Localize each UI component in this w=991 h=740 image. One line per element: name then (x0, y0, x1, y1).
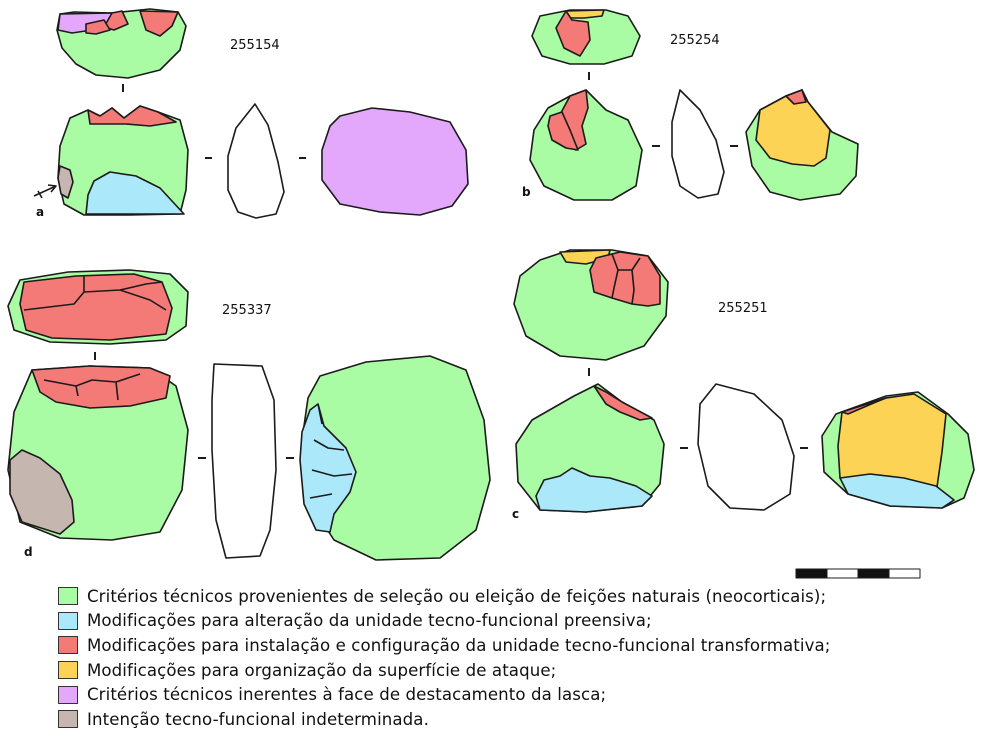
legend-swatch-purple (58, 685, 78, 704)
artifact-c-top-removal (589, 251, 661, 307)
artifact-d-back-preensive (299, 403, 357, 533)
legend-swatch-green (58, 587, 78, 606)
scale-bar (795, 568, 921, 579)
legend-item-preensive: Modificações para alteração da unidade t… (58, 609, 988, 634)
legend-item-natural: Critérios técnicos provenientes de seleç… (58, 584, 988, 609)
artifact-c-front-preensive (535, 467, 653, 513)
artifact-d-front-scars (43, 373, 141, 401)
artifact-d (7, 269, 491, 561)
legend-item-indeterminate: Intenção tecno-funcional indeterminada. (58, 707, 988, 732)
arrow-pointer (33, 184, 57, 199)
legend-swatch-grey (58, 710, 78, 729)
panel-letter-c: c (512, 507, 519, 521)
lithic-drawings: 255154 255254 255251 255337 a b c d (7, 8, 975, 579)
artifact-a-side-view (227, 103, 285, 219)
artifact-b-top-removal (555, 10, 591, 57)
artifact-c-back-preensive (839, 473, 955, 509)
legend-item-attack-surface: Modificações para organização da superfí… (58, 658, 988, 683)
artifact-a-front-preensive (85, 171, 185, 215)
panel-letter-d: d (24, 545, 33, 559)
legend-label: Critérios técnicos inerentes à face de d… (87, 685, 607, 705)
legend-label: Critérios técnicos provenientes de seleç… (87, 586, 827, 606)
legend-item-transformative: Modificações para instalação e configura… (58, 633, 988, 658)
legend-label: Intenção tecno-funcional indeterminada. (87, 709, 429, 729)
legend-label: Modificações para instalação e configura… (87, 635, 831, 655)
artifact-c-side-view (697, 383, 795, 511)
legend-item-flake-face: Critérios técnicos inerentes à face de d… (58, 682, 988, 707)
artifact-d-back-scars (309, 403, 353, 499)
artifact-d-top-scars (23, 276, 167, 311)
artifact-a-top-removal (139, 10, 179, 37)
artifact-d-front-indeterminate (9, 449, 75, 535)
artifact-d-front-removal (31, 365, 171, 409)
legend-swatch-yellow (58, 661, 78, 680)
artifact-d-id: 255337 (222, 303, 272, 318)
artifact-d-side-view (211, 363, 277, 559)
artifact-b-id: 255254 (670, 33, 720, 48)
artifact-a (33, 8, 469, 219)
artifact-c-front-removal (593, 385, 653, 421)
artifact-c-id: 255251 (718, 301, 768, 316)
legend-swatch-red (58, 636, 78, 655)
artifact-b (529, 9, 859, 201)
artifact-b-front-removal (547, 111, 579, 151)
artifact-c (513, 249, 975, 513)
panel-letter-b: b (522, 185, 531, 199)
artifact-a-back-view (321, 107, 469, 216)
artifact-a-id: 255154 (230, 38, 280, 53)
artifact-a-front-indeterminate (57, 165, 74, 199)
artifact-a-top-removal (85, 19, 111, 35)
artifact-c-back-removal (841, 397, 887, 415)
legend: Critérios técnicos provenientes de seleç… (58, 584, 988, 732)
artifact-b-back-removal (785, 89, 807, 105)
legend-label: Modificações para alteração da unidade t… (87, 611, 652, 631)
artifact-b-top-attack (565, 9, 605, 19)
artifact-c-top-scars (611, 253, 641, 305)
artifact-a-front-removal (87, 105, 177, 127)
artifact-d-top-removal (19, 273, 173, 341)
legend-label: Modificações para organização da superfí… (87, 660, 557, 680)
artifact-b-side-view (671, 89, 725, 199)
legend-swatch-blue (58, 611, 78, 630)
panel-letter-a: a (36, 205, 44, 219)
